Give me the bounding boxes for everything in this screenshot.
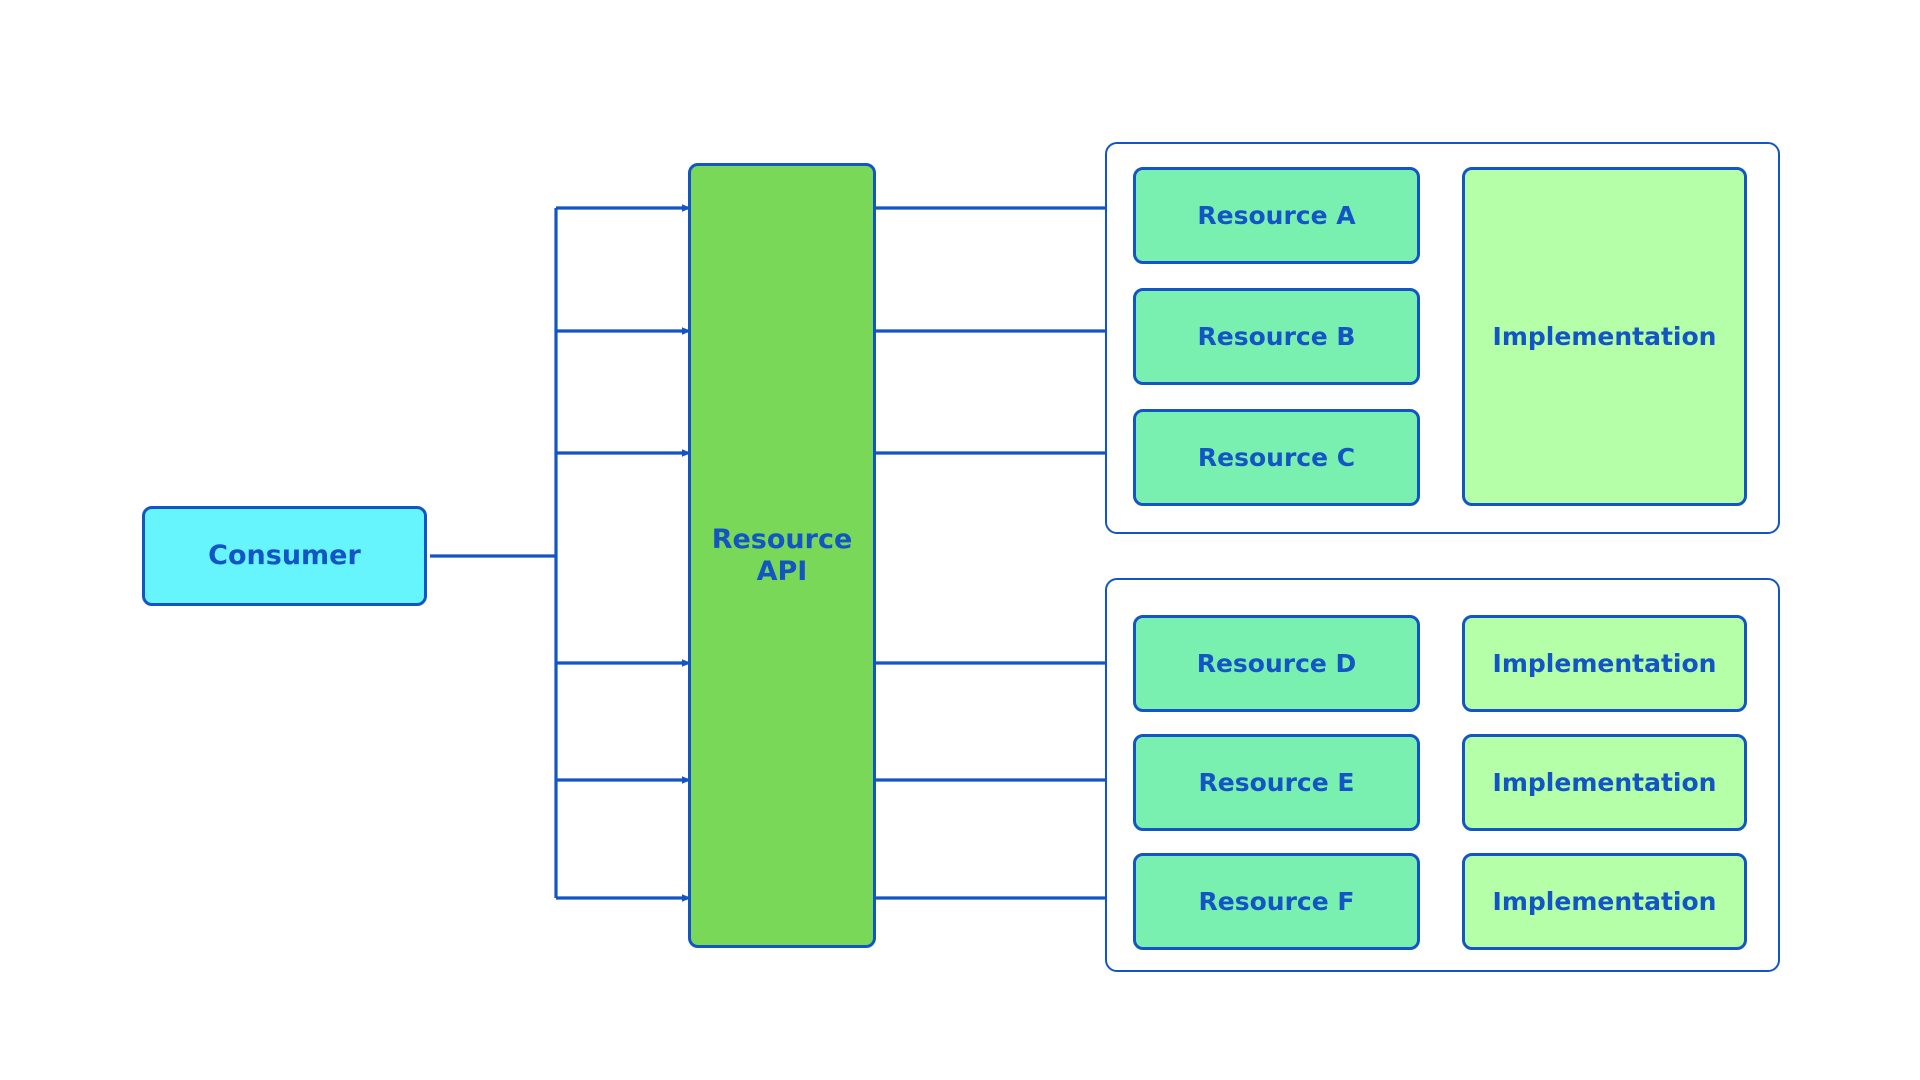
resource-label-d: Resource D xyxy=(1196,648,1357,678)
resource-box-d[interactable]: Resource D xyxy=(1133,615,1420,712)
consumer-box[interactable]: Consumer xyxy=(142,506,427,606)
resource-label-c: Resource C xyxy=(1197,442,1356,472)
resource-label-e: Resource E xyxy=(1198,767,1355,797)
resource-label-f: Resource F xyxy=(1198,886,1355,916)
implementation-label-e: Implementation xyxy=(1492,767,1717,797)
implementation-label-d: Implementation xyxy=(1492,648,1717,678)
resource-box-b[interactable]: Resource B xyxy=(1133,288,1420,385)
consumer-label: Consumer xyxy=(208,540,361,572)
resource-label-b: Resource B xyxy=(1197,321,1356,351)
resource-box-c[interactable]: Resource C xyxy=(1133,409,1420,506)
implementation-box-top[interactable]: Implementation xyxy=(1462,167,1747,506)
implementation-box-e[interactable]: Implementation xyxy=(1462,734,1747,831)
implementation-label-f: Implementation xyxy=(1492,886,1717,916)
resource-box-e[interactable]: Resource E xyxy=(1133,734,1420,831)
resource-box-a[interactable]: Resource A xyxy=(1133,167,1420,264)
resource-api-label: Resource API xyxy=(711,523,853,587)
resource-box-f[interactable]: Resource F xyxy=(1133,853,1420,950)
implementation-box-d[interactable]: Implementation xyxy=(1462,615,1747,712)
resource-api-box[interactable]: Resource API xyxy=(688,163,876,948)
implementation-label-top: Implementation xyxy=(1492,321,1717,351)
implementation-box-f[interactable]: Implementation xyxy=(1462,853,1747,950)
resource-label-a: Resource A xyxy=(1197,200,1356,230)
